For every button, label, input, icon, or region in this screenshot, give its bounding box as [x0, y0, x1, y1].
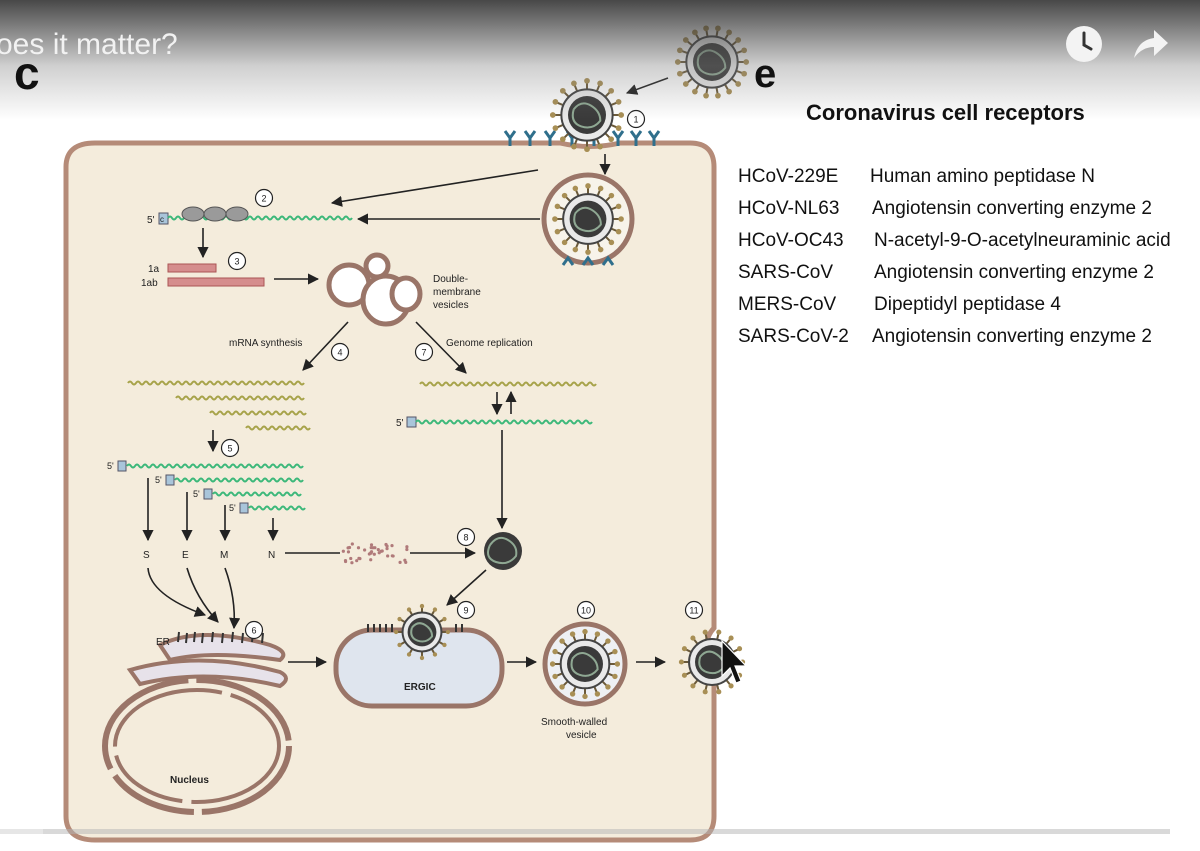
receptor-name: Angiotensin converting enzyme 2	[872, 198, 1152, 219]
share-arrow-icon	[1134, 30, 1168, 58]
five-prime-label: 5'	[147, 215, 155, 226]
virus-name: SARS-CoV	[738, 262, 834, 283]
step-11: 11	[689, 606, 698, 616]
watch-later-button[interactable]	[1064, 24, 1104, 64]
nucleocapsid-proteins	[341, 542, 409, 565]
er-membrane-proteins	[177, 631, 264, 644]
virus-name: HCoV-OC43	[738, 230, 844, 251]
step-2: 2	[261, 194, 266, 204]
mouse-cursor	[721, 639, 748, 684]
step-10: 10	[581, 606, 591, 616]
nucleocapsid	[484, 532, 522, 570]
five-prime-label: 5'	[229, 503, 236, 513]
video-progress-bar[interactable]	[0, 829, 1170, 834]
subgenomic-minus-strands	[127, 380, 311, 431]
receptors-title: Coronavirus cell receptors	[806, 100, 1085, 125]
step-6: 6	[251, 626, 256, 636]
viral-genome	[158, 206, 353, 225]
cap-label: c	[160, 215, 164, 224]
panel-label-e: e	[754, 52, 777, 96]
genome-replication-label: Genome replication	[446, 338, 533, 349]
virion-endosome	[541, 172, 635, 266]
video-title[interactable]: oes it matter?	[0, 28, 178, 61]
step-9: 9	[463, 606, 468, 616]
ergic-label: ERGIC	[404, 682, 436, 693]
virion-attaching	[549, 77, 625, 153]
receptor-name: Angiotensin converting enzyme 2	[874, 262, 1154, 283]
dmv-label-3: vesicles	[433, 300, 469, 311]
receptor-name: N-acetyl-9-O-acetylneuraminic acid	[874, 230, 1171, 251]
step-7: 7	[421, 348, 426, 358]
gene-1ab-label: 1ab	[141, 278, 158, 289]
protein-e-label: E	[182, 550, 189, 561]
progress-fill	[0, 829, 44, 834]
virion-budding	[393, 603, 451, 661]
double-membrane-vesicles	[326, 252, 423, 327]
virus-name: SARS-CoV-2	[738, 326, 849, 347]
receptor-name: Human amino peptidase N	[870, 166, 1095, 187]
step-1: 1	[633, 115, 638, 125]
clock-icon	[1066, 26, 1102, 62]
er-label: ER	[156, 637, 170, 648]
step-5: 5	[227, 444, 232, 454]
protein-m-label: M	[220, 550, 228, 561]
receptor-name: Angiotensin converting enzyme 2	[872, 326, 1152, 347]
gene-1a-label: 1a	[148, 264, 160, 275]
protein-n-label: N	[268, 550, 275, 561]
dmv-label-1: Double-	[433, 274, 468, 285]
subgenomic-mrnas	[117, 460, 306, 514]
panel-label-c: c	[14, 47, 40, 99]
five-prime-label: 5'	[155, 475, 162, 485]
virus-name: MERS-CoV	[738, 294, 837, 315]
protein-s-label: S	[143, 550, 150, 561]
five-prime-label: 5'	[107, 461, 114, 471]
mrna-synthesis-label: mRNA synthesis	[229, 338, 302, 349]
nucleus	[102, 677, 292, 815]
step-8: 8	[463, 533, 468, 543]
smooth-vesicle-label-1: Smooth-walled	[541, 717, 607, 728]
share-button[interactable]	[1130, 24, 1170, 64]
virus-name: HCoV-229E	[738, 166, 839, 187]
virus-name: HCoV-NL63	[738, 198, 840, 219]
step-4: 4	[337, 348, 342, 358]
smooth-vesicle-label-2: vesicle	[566, 730, 597, 741]
virion-incoming	[674, 25, 750, 99]
five-prime-label: 5'	[396, 418, 404, 429]
receptor-name: Dipeptidyl peptidase 4	[874, 294, 1061, 315]
dmv-label-2: membrane	[433, 287, 481, 298]
five-prime-label: 5'	[193, 489, 200, 499]
step-markers: 1 2 3 4 5 6 7 8 9 10 11	[220, 109, 704, 640]
step-3: 3	[234, 257, 239, 267]
nucleus-label: Nucleus	[170, 775, 209, 786]
